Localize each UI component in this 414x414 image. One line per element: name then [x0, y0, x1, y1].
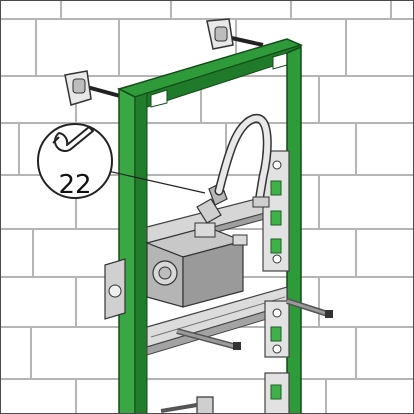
valve-housing — [104, 222, 248, 320]
wrench-icon — [52, 126, 94, 152]
green-installation-frame — [116, 38, 304, 413]
wall-anchor-right — [206, 18, 264, 50]
flexible-hose — [214, 113, 272, 208]
lower-fitting — [160, 396, 214, 413]
wrench-size-label: 22 — [58, 170, 91, 200]
side-bracket-bottom — [264, 372, 290, 413]
threaded-rods — [176, 298, 333, 350]
side-bracket-lower — [264, 300, 290, 358]
wrench-callout: 22 — [37, 123, 206, 200]
